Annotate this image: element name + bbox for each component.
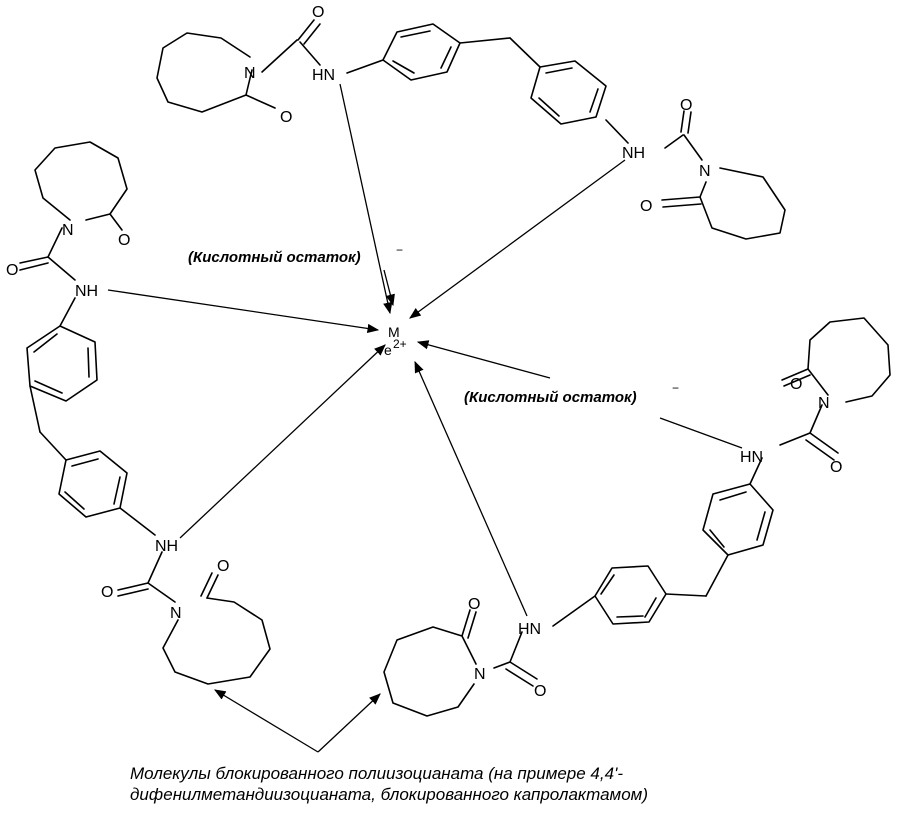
atom-o: O <box>101 584 113 601</box>
atom-nh: NH <box>622 145 645 162</box>
arrow-from-acid-right <box>418 342 550 378</box>
atom-n: N <box>818 395 830 412</box>
ring-caprolactam-top-left <box>157 33 252 112</box>
ring-caprolactam-top-right <box>700 168 785 239</box>
atom-o: O <box>118 232 130 249</box>
acid-residue-label-top: (Кислотный остаток) <box>188 249 361 266</box>
molecule-top: N O O HN NH O N O <box>157 4 785 239</box>
atom-nh: NH <box>155 538 178 555</box>
atom-o: O <box>312 4 324 21</box>
molecule-right: O N HN O HN O N O <box>384 318 890 716</box>
atom-o: O <box>640 198 652 215</box>
arrow-from-left-top-nh <box>108 290 378 330</box>
acid-residue-charge-right: − <box>672 381 679 395</box>
acid-residue-label-right: (Кислотный остаток) <box>464 389 637 406</box>
caption-line-2: дифенилметандиизоцианата, блокированного… <box>130 785 648 804</box>
arrow-from-top-left-nh <box>340 84 390 313</box>
atom-o: O <box>534 683 546 700</box>
benzene-ring-left-1 <box>27 326 97 401</box>
atom-n: N <box>699 163 711 180</box>
metal-charge-superscript: 2+ <box>393 337 407 351</box>
benzene-ring-top-2 <box>531 61 606 124</box>
coordination-arrows <box>108 84 742 616</box>
metal-charge: e <box>384 342 392 358</box>
ring-caprolactam-left-top <box>35 142 127 220</box>
ring-caprolactam-right-top <box>808 318 890 402</box>
caption-line-1: Молекулы блокированного полиизоцианата (… <box>130 764 623 783</box>
atom-o: O <box>468 596 480 613</box>
atom-n: N <box>62 222 74 239</box>
atom-n: N <box>474 666 486 683</box>
arrow-from-left-bottom-nh <box>180 345 385 538</box>
atom-o: O <box>830 459 842 476</box>
molecule-left: N O O NH NH O N O <box>6 142 270 684</box>
atom-o: O <box>680 97 692 114</box>
arrow-from-acid-top <box>384 270 393 305</box>
arrow-from-top-right-nh <box>410 160 625 318</box>
caption-group: Молекулы блокированного полиизоцианата (… <box>130 690 648 804</box>
line-acid-right-to-hn <box>660 418 742 448</box>
ring-caprolactam-right-bottom <box>384 627 476 716</box>
caption-arrow-right <box>318 694 380 752</box>
acid-residue-charge-top: − <box>396 243 403 257</box>
atom-hn: HN <box>518 621 541 638</box>
atom-o: O <box>790 376 802 393</box>
atom-n: N <box>244 65 256 82</box>
atom-nh: NH <box>75 283 98 300</box>
atom-hn: HN <box>740 449 763 466</box>
atom-hn: HN <box>312 67 335 84</box>
metal-center: M e 2+ <box>384 324 407 358</box>
acid-residue-labels: (Кислотный остаток) − (Кислотный остаток… <box>188 243 679 406</box>
atom-o: O <box>280 109 292 126</box>
atom-n: N <box>170 605 182 622</box>
atom-o: O <box>6 262 18 279</box>
caption-arrow-left <box>215 690 318 752</box>
atom-o: O <box>217 558 229 575</box>
benzene-ring-right-2 <box>595 566 666 624</box>
